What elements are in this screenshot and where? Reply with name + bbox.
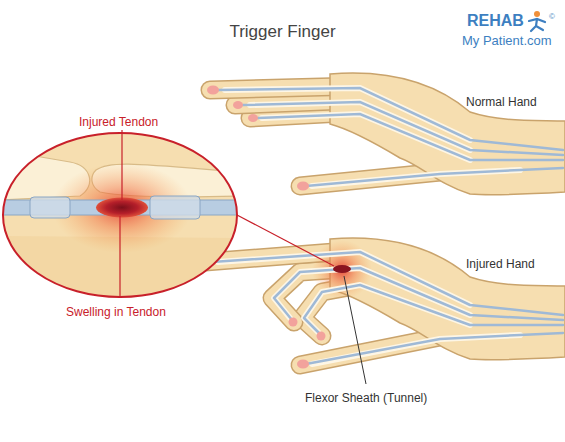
nail xyxy=(289,318,298,327)
tendon-swelling xyxy=(333,265,351,273)
logo-figure xyxy=(529,19,545,31)
logo-text: My Patient.com xyxy=(462,33,552,48)
part-label: Swelling in Tendon xyxy=(66,305,166,319)
leader-line xyxy=(119,216,120,298)
label-slot: Injured Tendon xyxy=(79,112,158,130)
flexor-sheath xyxy=(150,196,200,219)
zoom-view xyxy=(3,133,237,297)
flexor-sheath xyxy=(30,197,70,218)
label-slot: Injured Hand xyxy=(466,254,535,272)
nail xyxy=(297,360,309,369)
part-label: Injured Tendon xyxy=(79,115,158,129)
logo-text: REHAB xyxy=(467,12,524,29)
tendon xyxy=(304,285,563,334)
bone xyxy=(274,268,470,318)
tendon xyxy=(243,102,563,155)
part-label: Injured Hand xyxy=(466,257,535,271)
tendon xyxy=(218,88,563,150)
label-slot: © xyxy=(549,5,555,23)
copyright-mark: © xyxy=(549,12,555,21)
nail xyxy=(248,114,258,122)
part-label: Normal Hand xyxy=(466,95,537,109)
logo-figure xyxy=(529,11,545,31)
leader-line xyxy=(120,130,366,384)
bone xyxy=(250,102,470,150)
tendon-swelling xyxy=(96,198,148,218)
label-slot: My Patient.com xyxy=(462,31,552,49)
logo-figure xyxy=(534,11,540,17)
tendon xyxy=(306,333,563,364)
tendon xyxy=(306,168,563,186)
tendon xyxy=(258,114,563,160)
leader-line xyxy=(237,215,334,266)
nail xyxy=(317,332,326,341)
tendon xyxy=(274,268,563,320)
nail xyxy=(207,86,219,95)
nail xyxy=(297,182,309,191)
label-slot: REHAB xyxy=(467,12,524,30)
label-slot: Swelling in Tendon xyxy=(66,302,166,320)
label-slot: Flexor Sheath (Tunnel) xyxy=(305,388,427,406)
leader-line xyxy=(121,130,122,200)
diagram-title: Trigger Finger xyxy=(229,22,335,41)
nail xyxy=(202,258,326,369)
bone xyxy=(312,335,520,364)
tendon xyxy=(212,252,563,364)
label-slot: Normal Hand xyxy=(466,92,537,110)
normal-hand xyxy=(207,73,565,195)
injured-hand xyxy=(202,238,565,368)
tendon xyxy=(218,88,563,186)
leader-line xyxy=(344,276,366,384)
nail xyxy=(233,101,243,109)
part-label: Flexor Sheath (Tunnel) xyxy=(305,391,427,405)
tendon xyxy=(212,252,563,315)
